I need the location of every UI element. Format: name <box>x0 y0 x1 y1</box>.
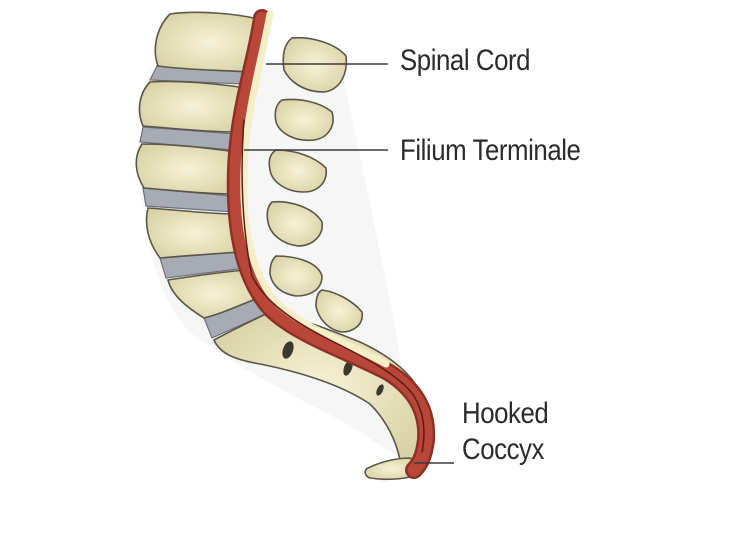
foramen-3 <box>376 384 384 396</box>
spinal-cord <box>226 9 436 479</box>
label-spinal-cord: Spinal Cord <box>400 44 531 77</box>
cord-core <box>240 10 390 368</box>
process-6 <box>315 289 364 333</box>
foramen-2 <box>343 360 353 376</box>
leader-lines <box>244 63 454 464</box>
process-5 <box>269 255 323 297</box>
label-hooked-coccyx-line1: Hooked <box>462 397 549 430</box>
process-2 <box>274 98 334 142</box>
vertebra-L2 <box>138 80 249 133</box>
sacral-foramina <box>282 341 384 396</box>
filum-terminale-line <box>241 119 425 453</box>
vertebra-L3 <box>135 143 239 195</box>
process-4 <box>266 200 323 247</box>
foramen-1 <box>282 341 294 359</box>
label-filum-terminale: Filium Terminale <box>400 134 581 167</box>
cord-sheath <box>229 11 433 477</box>
vertebral-bodies <box>135 11 425 481</box>
label-hooked-coccyx-line2: Coccyx <box>462 433 545 466</box>
process-1 <box>282 36 348 93</box>
vertebra-L4 <box>145 207 242 259</box>
process-3 <box>268 149 328 193</box>
posterior-processes <box>266 36 364 333</box>
label-hooked-coccyx: Hooked Coccyx <box>462 396 549 468</box>
